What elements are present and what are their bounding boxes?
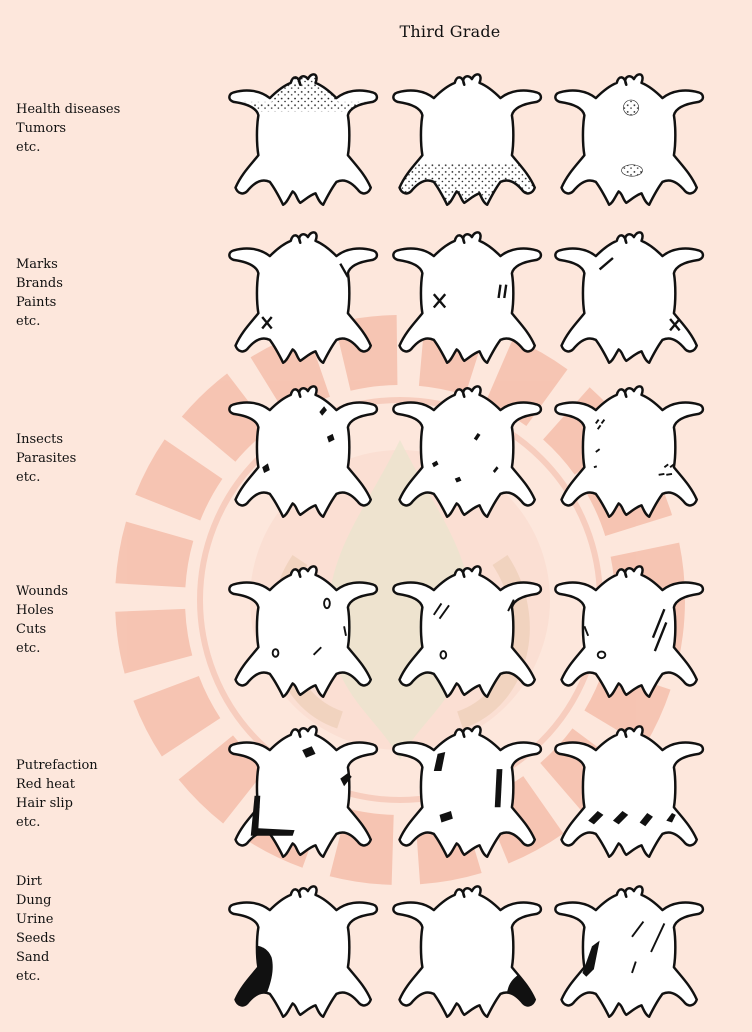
row-label-line: etc. (16, 639, 68, 658)
row-label-line: Dung (16, 891, 55, 910)
hide-illustration (390, 372, 550, 532)
row-label-line: Putrefaction (16, 756, 98, 775)
hide-illustration (552, 552, 712, 712)
row-label-line: Health diseases (16, 100, 120, 119)
row-label-line: Tumors (16, 119, 120, 138)
hide-illustration (552, 712, 712, 872)
row-label-line: etc. (16, 138, 120, 157)
row-label-line: etc. (16, 813, 98, 832)
row-label-line: Holes (16, 601, 68, 620)
row-label-line: Paints (16, 293, 63, 312)
hide-illustration (226, 552, 386, 712)
hide-illustration (226, 60, 386, 220)
row-label-line: Dirt (16, 872, 55, 891)
hide-illustration (552, 218, 712, 378)
row-label-line: Hair slip (16, 794, 98, 813)
row-label-line: etc. (16, 967, 55, 986)
row-label-line: Sand (16, 948, 55, 967)
row-label-line: Urine (16, 910, 55, 929)
row-label-line: etc. (16, 312, 63, 331)
hide-illustration (390, 60, 550, 220)
row-label-line: Wounds (16, 582, 68, 601)
row-label-line: Red heat (16, 775, 98, 794)
page-title: Third Grade (300, 22, 600, 41)
hide-illustration (226, 712, 386, 872)
row-label-line: Insects (16, 430, 76, 449)
row-label-line: Cuts (16, 620, 68, 639)
row-label-line: Brands (16, 274, 63, 293)
hide-illustration (226, 872, 386, 1032)
hide-illustration (390, 712, 550, 872)
row-label-line: etc. (16, 468, 76, 487)
hide-illustration (390, 218, 550, 378)
row-label-line: Seeds (16, 929, 55, 948)
hide-illustration (552, 372, 712, 532)
hide-illustration (552, 872, 712, 1032)
row-label-line: Parasites (16, 449, 76, 468)
hide-illustration (552, 60, 712, 220)
hide-illustration (390, 552, 550, 712)
hide-illustration (226, 218, 386, 378)
hide-illustration (226, 372, 386, 532)
row-label-line: Marks (16, 255, 63, 274)
hide-illustration (390, 872, 550, 1032)
